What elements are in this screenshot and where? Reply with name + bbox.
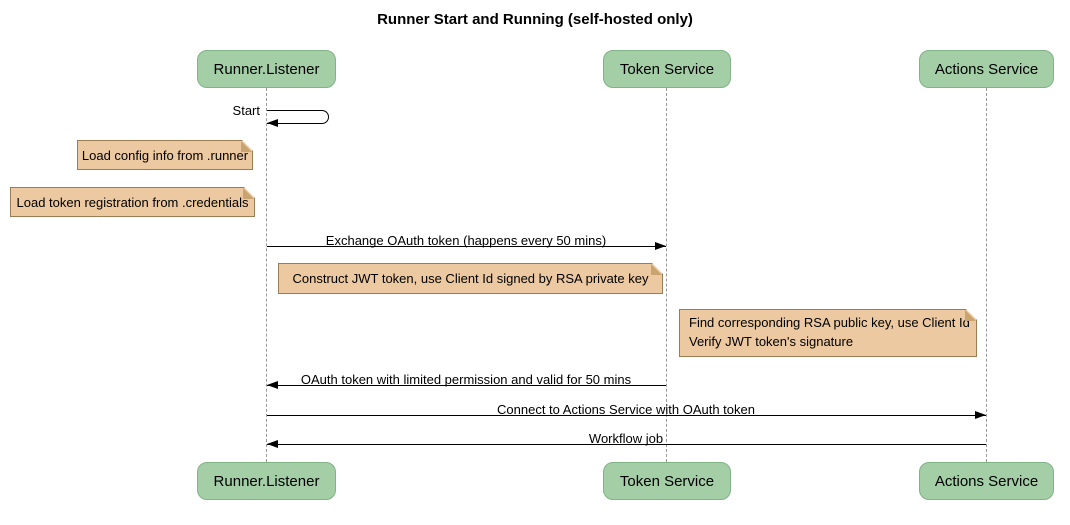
- note-text: Load token registration from .credential…: [16, 194, 249, 210]
- participant-label: Token Service: [619, 60, 715, 78]
- message-exchange-oauth-line: [267, 246, 666, 247]
- note-load-config: Load config info from .runner: [77, 140, 253, 170]
- note-construct-jwt: Construct JWT token, use Client Id signe…: [278, 263, 663, 294]
- message-connect-actions-line: [267, 415, 986, 416]
- arrowhead-left-icon: [267, 381, 278, 389]
- participant-runner-listener-top: Runner.Listener: [197, 50, 336, 88]
- note-text: Construct JWT token, use Client Id signe…: [292, 271, 649, 286]
- message-workflow-job-line: [267, 444, 986, 445]
- participant-actions-service-top: Actions Service: [919, 50, 1054, 88]
- note-fold-icon: [965, 310, 976, 321]
- note-verify-jwt: Find corresponding RSA public key, use C…: [679, 309, 977, 357]
- message-oauth-token-label: OAuth token with limited permission and …: [300, 372, 632, 387]
- participant-label: Runner.Listener: [213, 472, 320, 490]
- arrowhead-right-icon: [975, 411, 986, 419]
- arrowhead-right-icon: [655, 242, 666, 250]
- arrowhead-left-icon: [267, 440, 278, 448]
- participant-actions-service-bottom: Actions Service: [919, 462, 1054, 500]
- note-text-line2: Verify JWT token's signature: [689, 334, 854, 349]
- participant-label: Runner.Listener: [213, 60, 320, 78]
- note-fold-icon: [243, 188, 254, 199]
- note-text: Load config info from .runner: [81, 147, 249, 163]
- participant-label: Actions Service: [934, 60, 1039, 78]
- participant-token-service-top: Token Service: [603, 50, 731, 88]
- lifeline-actions-service: [986, 88, 987, 462]
- message-start-label: Start: [232, 103, 260, 118]
- diagram-title: Runner Start and Running (self-hosted on…: [377, 11, 693, 28]
- message-exchange-oauth-label: Exchange OAuth token (happens every 50 m…: [325, 233, 607, 248]
- arrowhead-left-icon: [267, 119, 278, 127]
- self-loop-line: [267, 110, 329, 124]
- message-connect-actions-label: Connect to Actions Service with OAuth to…: [497, 402, 755, 417]
- lifeline-runner-listener: [266, 88, 267, 462]
- participant-label: Token Service: [619, 472, 715, 490]
- note-text-line1: Find corresponding RSA public key, use C…: [689, 315, 970, 331]
- note-fold-icon: [651, 264, 662, 275]
- participant-label: Actions Service: [934, 472, 1039, 490]
- note-load-token-registration: Load token registration from .credential…: [10, 187, 255, 217]
- message-oauth-token-line: [267, 385, 666, 386]
- participant-token-service-bottom: Token Service: [603, 462, 731, 500]
- lifeline-token-service: [666, 88, 667, 462]
- message-workflow-job-label: Workflow job: [588, 431, 664, 446]
- participant-runner-listener-bottom: Runner.Listener: [197, 462, 336, 500]
- note-fold-icon: [241, 141, 252, 152]
